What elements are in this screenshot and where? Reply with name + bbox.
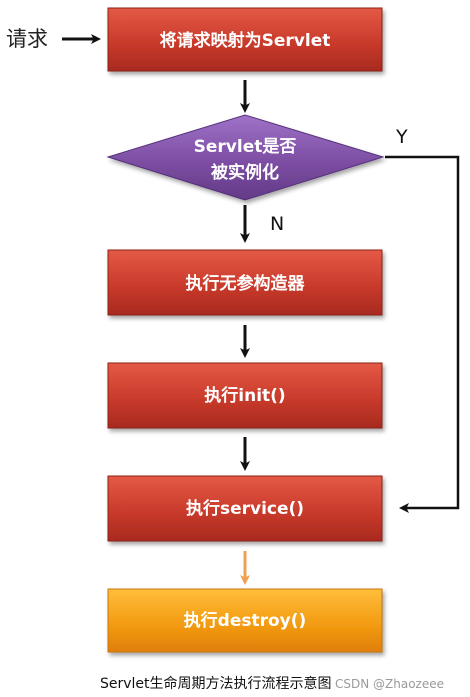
service-label: 执行service() (186, 498, 304, 519)
map-request-label: 将请求映射为Servlet (160, 30, 331, 51)
decision-label-line1: Servlet是否 (194, 137, 297, 157)
init-box: 执行init() (107, 362, 383, 429)
branch-no-label: N (270, 213, 284, 235)
init-label: 执行init() (204, 385, 285, 406)
constructor-box: 执行无参构造器 (107, 249, 383, 316)
watermark: CSDN @Zhaozeee (335, 677, 444, 691)
decision-label-line2: 被实例化 (211, 162, 279, 183)
constructor-label: 执行无参构造器 (186, 273, 306, 294)
branch-yes-label: Y (395, 126, 408, 148)
arrow-yes-to-service (385, 155, 460, 513)
destroy-box: 执行destroy() (107, 588, 383, 653)
instantiated-decision: Servlet是否 被实例化 (106, 114, 385, 201)
diagram-caption: Servlet生命周期方法执行流程示意图 (100, 675, 332, 692)
service-box: 执行service() (107, 475, 383, 542)
destroy-label: 执行destroy() (184, 610, 307, 631)
request-label: 请求 (6, 27, 48, 51)
map-request-box: 将请求映射为Servlet (107, 7, 383, 72)
